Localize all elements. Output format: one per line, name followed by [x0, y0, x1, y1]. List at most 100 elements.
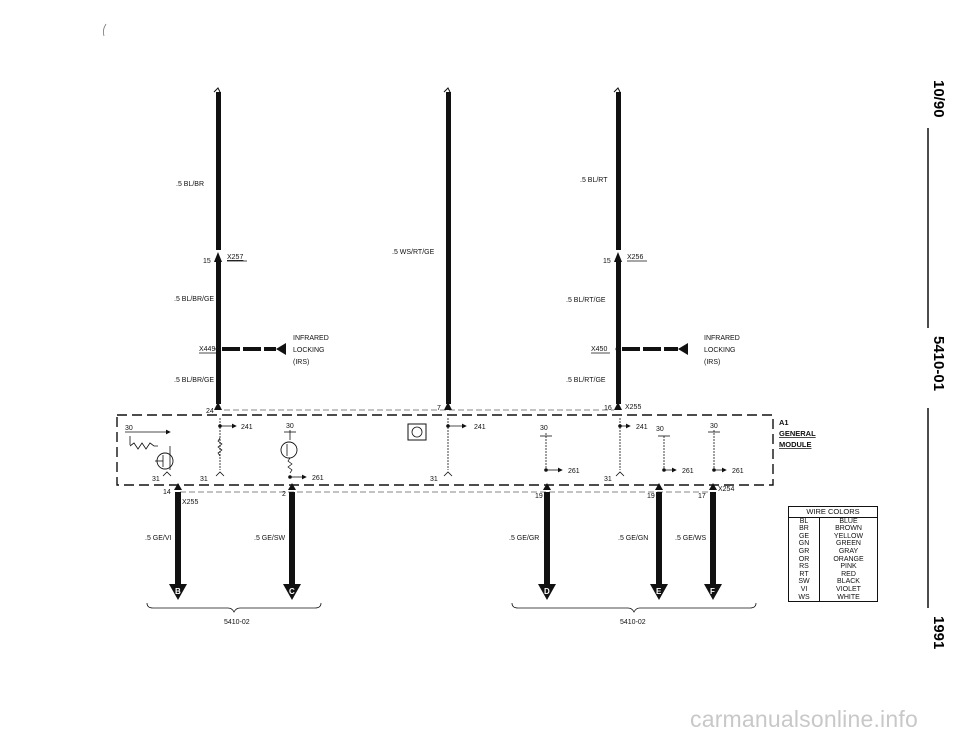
stray-mark	[102, 23, 107, 37]
wire-b	[169, 483, 187, 600]
module-name-1: GENERAL	[779, 429, 816, 438]
module-id: A1	[779, 418, 789, 427]
wire-color-name: BLACK	[837, 578, 860, 586]
svg-text:261: 261	[568, 468, 580, 475]
wire-color-name: VIOLET	[836, 585, 861, 593]
svg-text:261: 261	[312, 475, 324, 482]
svg-text:LOCKING: LOCKING	[293, 347, 325, 354]
svg-text:(IRS): (IRS)	[293, 359, 309, 366]
wire-color-name: PINK	[840, 563, 857, 571]
svg-text:30: 30	[286, 423, 294, 430]
connector-x255-bottom: X255	[182, 499, 198, 506]
wire-label-d: .5 GE/GR	[509, 535, 539, 542]
wire-left-vertical	[213, 87, 222, 404]
infrared-label-left: INFRARED LOCKING (IRS)	[293, 335, 329, 366]
side-date: 10/90	[930, 80, 946, 118]
wire-color-row: GR GRAY	[789, 547, 877, 556]
connector-x256: X256	[627, 254, 643, 261]
wire-f	[704, 483, 722, 600]
wire-color-code: OR	[789, 555, 820, 564]
wire-color-row: BR BROWN	[789, 525, 877, 533]
wire-color-code: VI	[789, 585, 820, 594]
wire-label-right-low: .5 BL/RT/GE	[566, 377, 606, 384]
wire-center-vertical	[443, 87, 451, 404]
svg-text:31: 31	[200, 476, 208, 483]
svg-text:30: 30	[656, 426, 664, 433]
destination-f: F	[710, 587, 715, 596]
wire-color-code: BR	[789, 525, 820, 533]
wire-label-right-top: .5 BL/RT	[580, 177, 608, 184]
wire-color-code: RS	[789, 563, 820, 571]
wire-label-center: .5 WS/RT/GE	[392, 249, 435, 256]
wire-color-row: SW BLACK	[789, 578, 877, 586]
side-band: 10/90 5410-01 1991	[927, 80, 946, 649]
connector-x255-top: X255	[625, 404, 641, 411]
wire-color-name: WHITE	[837, 593, 860, 601]
svg-text:241: 241	[636, 424, 648, 431]
svg-text:(IRS): (IRS)	[704, 359, 720, 366]
pin-19-left: 19	[535, 493, 543, 500]
splice-x450: X450	[591, 343, 688, 355]
wire-color-code: GR	[789, 547, 820, 556]
destination-b: B	[175, 587, 181, 596]
wire-color-row: RS PINK	[789, 563, 877, 571]
svg-text:LOCKING: LOCKING	[704, 347, 736, 354]
wire-color-name: BROWN	[835, 525, 862, 533]
wire-color-row: VI VIOLET	[789, 585, 877, 594]
wire-right-vertical	[613, 87, 622, 404]
wire-d	[538, 483, 556, 600]
wire-label-b: .5 GE/VI	[145, 535, 172, 542]
svg-text:31: 31	[604, 476, 612, 483]
wire-color-code: GE	[789, 532, 820, 541]
wire-label-left-top: .5 BL/BR	[176, 181, 204, 188]
svg-text:31: 31	[152, 476, 160, 483]
wire-color-name: GRAY	[838, 547, 859, 555]
reference-right: 5410-02	[620, 619, 646, 626]
pin-14: 14	[163, 489, 171, 496]
infrared-label-right: INFRARED LOCKING (IRS)	[704, 335, 740, 366]
module-name-2: MODULE	[779, 440, 812, 449]
connector-x257: X257	[227, 254, 243, 261]
module-right-section: 30 261 241 30 31 261 30 261	[540, 418, 744, 483]
wire-e	[650, 483, 668, 600]
svg-text:241: 241	[474, 424, 486, 431]
destination-e: E	[656, 587, 662, 596]
svg-text:INFRARED: INFRARED	[293, 335, 329, 342]
connector-x449: X449	[199, 346, 215, 353]
watermark: carmanualsonline.info	[690, 706, 918, 732]
splice-x449: X449	[199, 343, 286, 355]
wire-color-name: BLUE	[839, 517, 858, 525]
wire-color-row: GN GREEN	[789, 540, 877, 548]
wire-color-code: GN	[789, 540, 820, 548]
side-year: 1991	[930, 616, 946, 649]
wire-label-f: .5 GE/WS	[675, 535, 706, 542]
pin-15-left: 15	[203, 258, 211, 265]
reference-left: 5410-02	[224, 619, 250, 626]
svg-text:261: 261	[682, 468, 694, 475]
destination-d: D	[544, 587, 550, 596]
connector-x254: X254	[718, 486, 734, 493]
svg-text:261: 261	[732, 468, 744, 475]
svg-text:30: 30	[125, 425, 133, 432]
wire-color-code: WS	[789, 593, 820, 602]
pin-15-right: 15	[603, 258, 611, 265]
pin-17: 17	[698, 493, 706, 500]
wire-color-code: RT	[789, 570, 820, 579]
pin-7: 7	[437, 405, 441, 412]
wire-label-c: .5 GE/SW	[254, 535, 286, 542]
wire-colors-title: WIRE COLORS	[789, 507, 877, 518]
connector-x450: X450	[591, 346, 607, 353]
pin-16: 16	[604, 405, 612, 412]
wire-label-left-mid: .5 BL/BR/GE	[174, 296, 214, 303]
reference-brace-right	[511, 602, 757, 613]
wire-color-code: SW	[789, 578, 820, 586]
pin-2: 2	[282, 491, 286, 498]
wire-color-name: ORANGE	[833, 555, 864, 563]
wire-color-name: GREEN	[836, 540, 861, 548]
reference-brace-left	[146, 602, 322, 613]
wire-c	[283, 483, 301, 600]
